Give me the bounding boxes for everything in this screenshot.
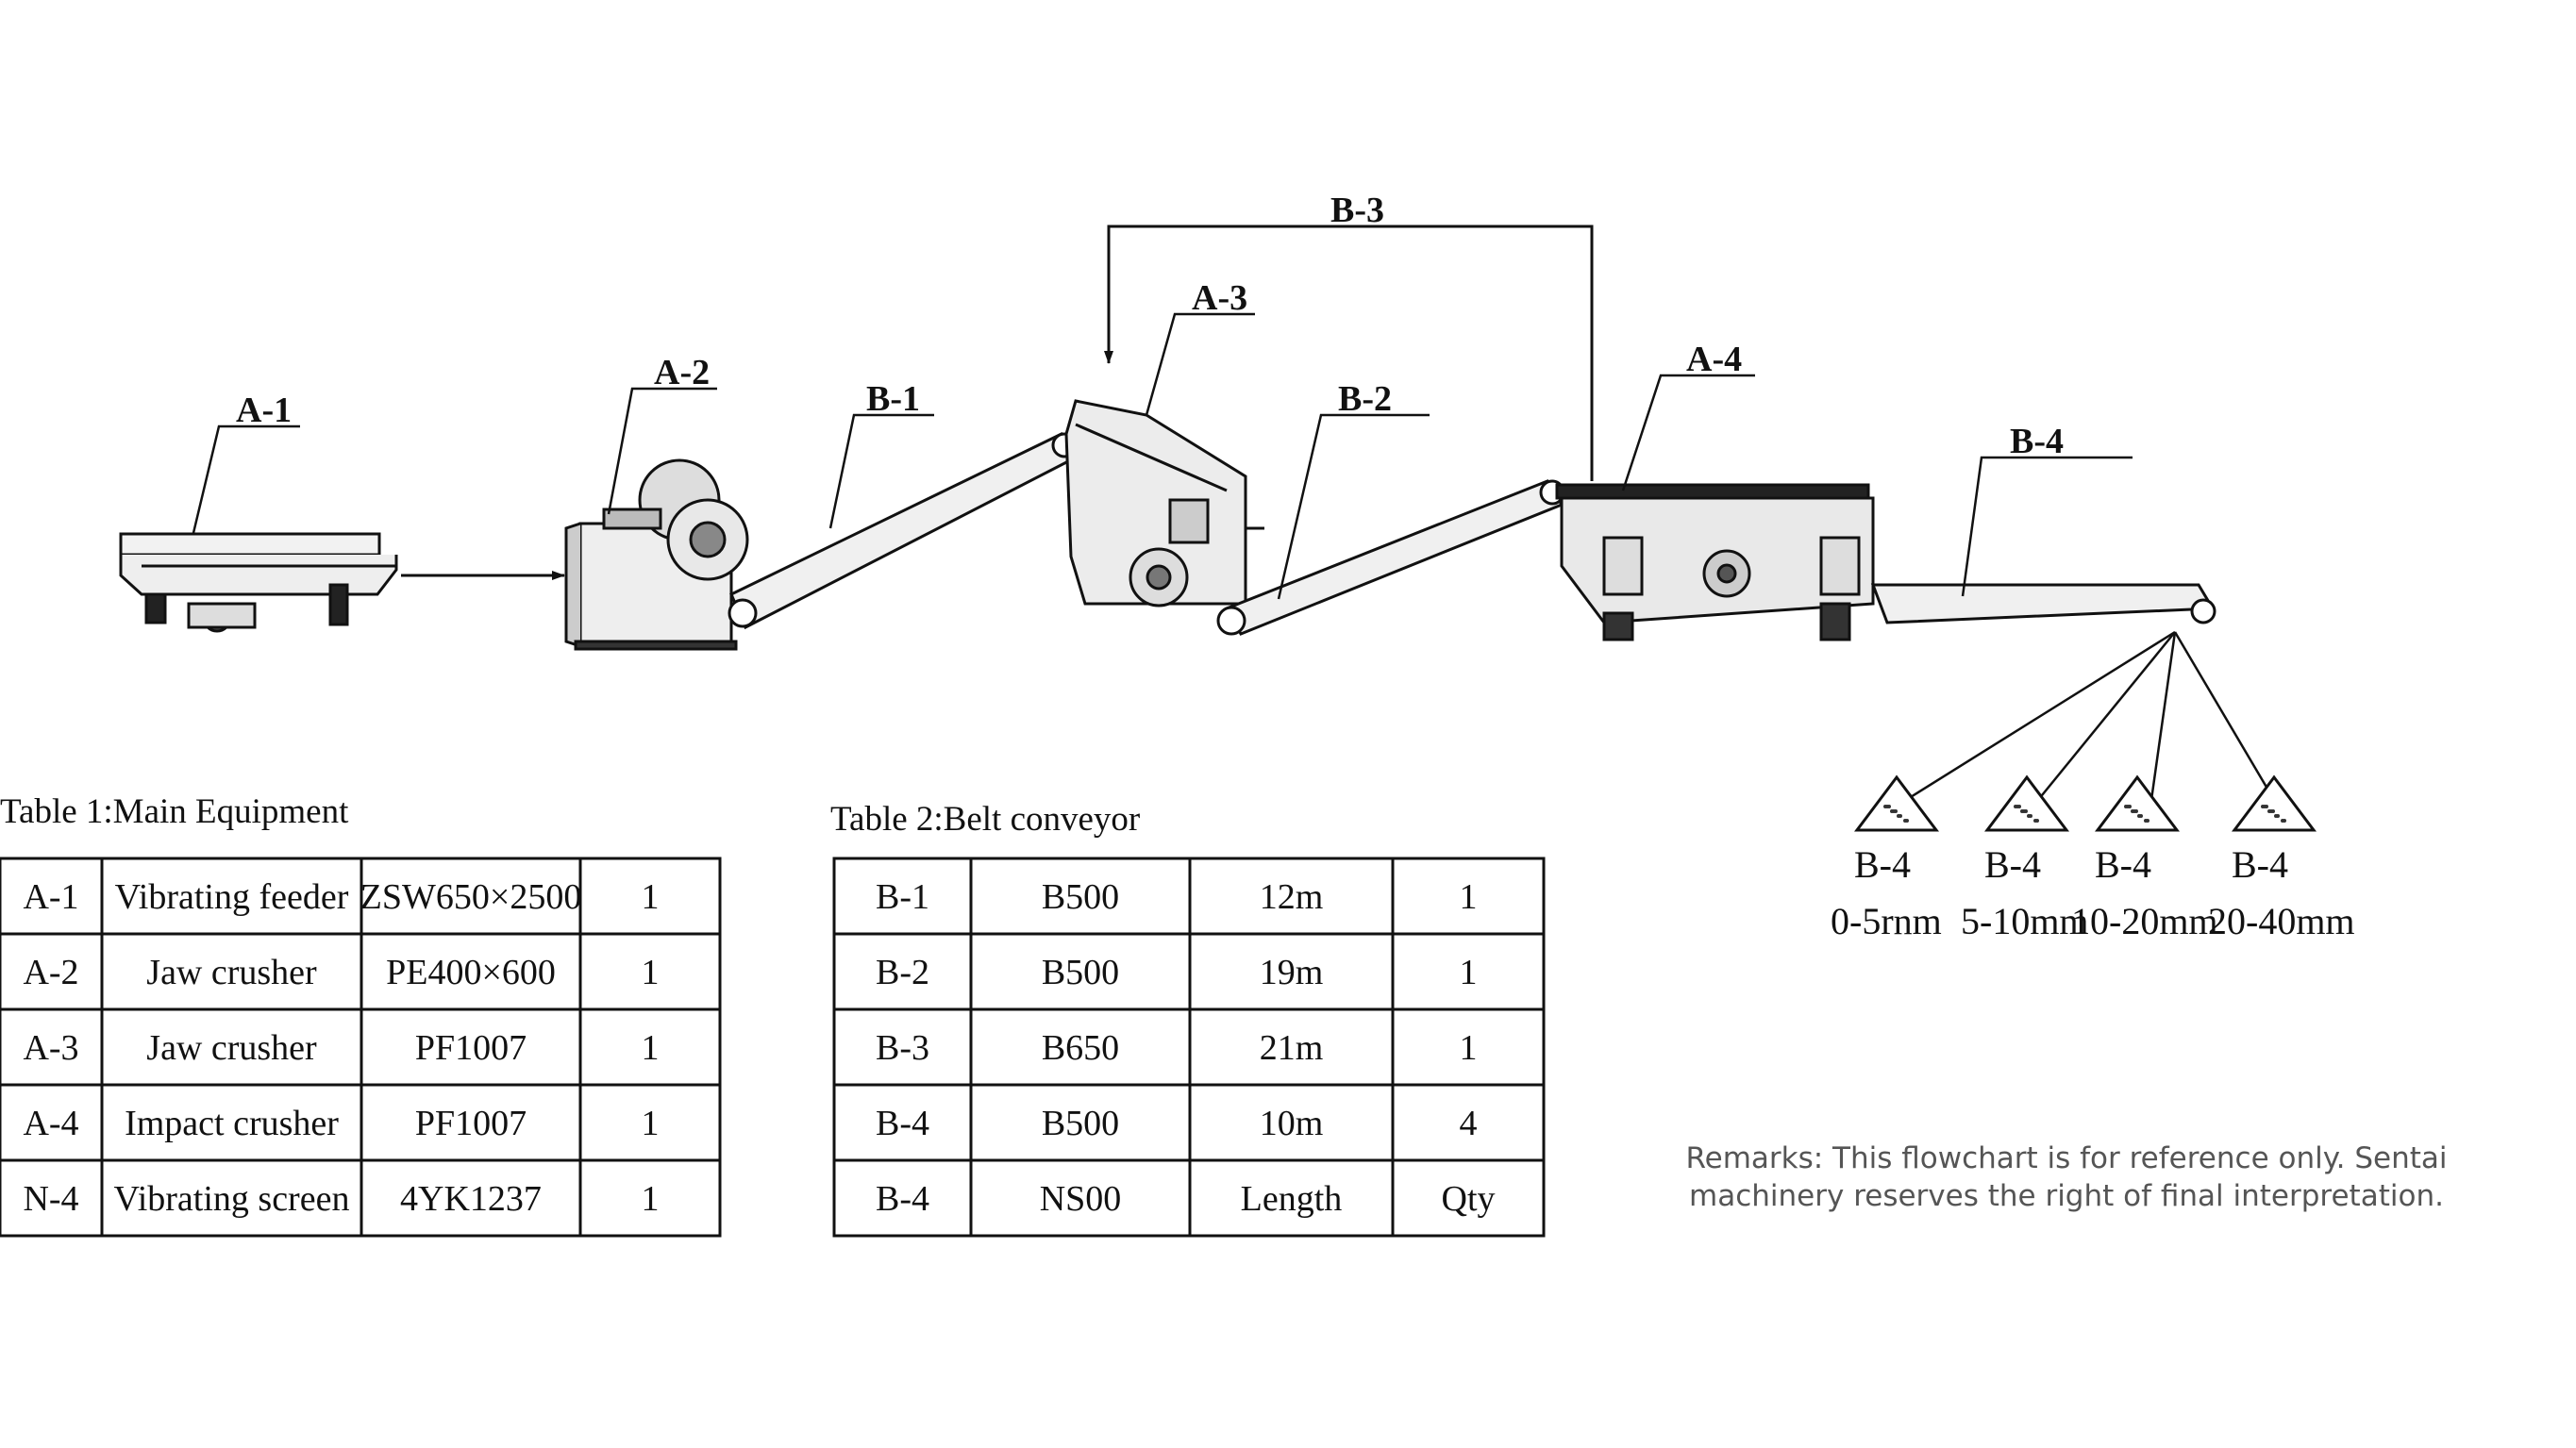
pile-triangle <box>1854 774 1939 832</box>
pile-triangle <box>2232 774 2317 832</box>
table-cell: ZSW650×2500 <box>360 877 582 917</box>
impact-crusher-drawing <box>1064 399 1264 607</box>
table-cell: 12m <box>1260 877 1324 917</box>
pile-code-label: B-4 <box>2232 843 2288 886</box>
remarks-line-2: machinery reserves the right of final in… <box>1689 1179 2444 1213</box>
label-b2: B-2 <box>1338 379 1392 419</box>
label-b3: B-3 <box>1330 191 1384 230</box>
table-cell: B-2 <box>876 953 929 992</box>
pile-dot <box>1899 814 1902 818</box>
label-b1: B-1 <box>866 379 920 419</box>
pile-dot <box>2265 805 2268 808</box>
label-b4: B-4 <box>2010 422 2064 461</box>
pile-dot <box>1905 819 1909 823</box>
pile-dot <box>2035 819 2039 823</box>
table-cell: 1 <box>642 953 660 992</box>
table-cell: 10m <box>1260 1104 1324 1143</box>
table-cell: A-4 <box>23 1104 78 1143</box>
belt-conveyor-b2-drawing <box>1216 479 1565 636</box>
table-cell: Length <box>1241 1179 1343 1219</box>
table-cell: Jaw crusher <box>146 953 317 992</box>
pile-dot <box>1887 805 1891 808</box>
pile-dot <box>2139 814 2143 818</box>
label-a3: A-3 <box>1192 278 1247 318</box>
product-pile-2: B-4 5-10mm <box>1961 774 2089 942</box>
table-cell: Qty <box>1442 1179 1496 1219</box>
table-cell: 19m <box>1260 953 1324 992</box>
table-cell: A-2 <box>23 953 78 992</box>
table-cell: NS00 <box>1040 1179 1122 1219</box>
belt-conveyor-b4-drawing <box>1870 583 2216 624</box>
label-a4: A-4 <box>1686 340 1742 379</box>
pile-triangle <box>1984 774 2069 832</box>
label-a2: A-2 <box>654 353 710 392</box>
pile-dot <box>2271 809 2275 813</box>
pile-size-label: 5-10mm <box>1961 900 2089 942</box>
remarks-line-1: Remarks: This flowchart is for reference… <box>1685 1141 2448 1175</box>
pile-size-label: 20-40mm <box>2208 900 2355 942</box>
table-cell: B500 <box>1042 1104 1119 1143</box>
table-cell: A-3 <box>23 1028 78 1068</box>
pile-dot <box>1894 809 1898 813</box>
return-conveyor-b3-line <box>1104 225 1594 481</box>
table-cell: B650 <box>1042 1028 1119 1068</box>
pile-size-label: 0-5rnm <box>1831 900 1942 942</box>
pile-triangle <box>2095 774 2180 832</box>
belt-conveyor-b1-drawing <box>728 432 1079 630</box>
table-cell: N-4 <box>23 1179 78 1219</box>
table-cell: Vibrating feeder <box>115 877 349 917</box>
pile-code-label: B-4 <box>2095 843 2151 886</box>
table-cell: B500 <box>1042 877 1119 917</box>
table-cell: 4YK1237 <box>400 1179 542 1219</box>
table-cell: Jaw crusher <box>146 1028 317 1068</box>
label-a1: A-1 <box>236 391 292 430</box>
leader-lines <box>192 312 2133 600</box>
table1-caption: Table 1:Main Equipment <box>0 792 349 831</box>
table-cell: PF1007 <box>415 1028 527 1068</box>
table-cell: Impact crusher <box>125 1104 339 1143</box>
table-cell: B-4 <box>876 1179 929 1219</box>
table-cell: 1 <box>642 1179 660 1219</box>
pile-code-label: B-4 <box>1854 843 1911 886</box>
table-cell: 1 <box>642 1104 660 1143</box>
pile-dot <box>2128 805 2132 808</box>
table-cell: Vibrating screen <box>114 1179 350 1219</box>
pile-dot <box>2024 809 2028 813</box>
product-pile-1: B-4 0-5rnm <box>1831 774 1942 942</box>
table-cell: PF1007 <box>415 1104 527 1143</box>
pile-dot <box>2134 809 2138 813</box>
pile-dot <box>2283 819 2286 823</box>
table-cell: 4 <box>1460 1104 1478 1143</box>
table-cell: A-1 <box>23 877 78 917</box>
pile-dot <box>2029 814 2032 818</box>
table-cell: 21m <box>1260 1028 1324 1068</box>
table-cell: PE400×600 <box>386 953 556 992</box>
remarks-note: Remarks: This flowchart is for reference… <box>1595 1140 2538 1215</box>
pile-dot <box>2146 819 2149 823</box>
table-cell: B-3 <box>876 1028 929 1068</box>
pile-dot <box>2017 805 2021 808</box>
product-pile-4: B-4 20-40mm <box>2208 774 2355 942</box>
table-cell: B-1 <box>876 877 929 917</box>
product-pile-3: B-4 10-20mm <box>2071 774 2218 942</box>
pile-size-label: 10-20mm <box>2071 900 2218 942</box>
table-cell: B-4 <box>876 1104 929 1143</box>
vibrating-feeder-drawing <box>119 532 398 633</box>
table-cell: 1 <box>1460 953 1478 992</box>
jaw-crusher-drawing <box>564 458 749 651</box>
table-cell: 1 <box>1460 877 1478 917</box>
table-cell: 1 <box>642 877 660 917</box>
table2-caption: Table 2:Belt conveyor <box>830 800 1140 839</box>
vibrating-screen-drawing <box>1555 483 1875 641</box>
table-cell: 1 <box>642 1028 660 1068</box>
table-cell: B500 <box>1042 953 1119 992</box>
pile-dot <box>2276 814 2280 818</box>
pile-code-label: B-4 <box>1984 843 2041 886</box>
table-cell: 1 <box>1460 1028 1478 1068</box>
product-distribution <box>1905 630 2276 802</box>
